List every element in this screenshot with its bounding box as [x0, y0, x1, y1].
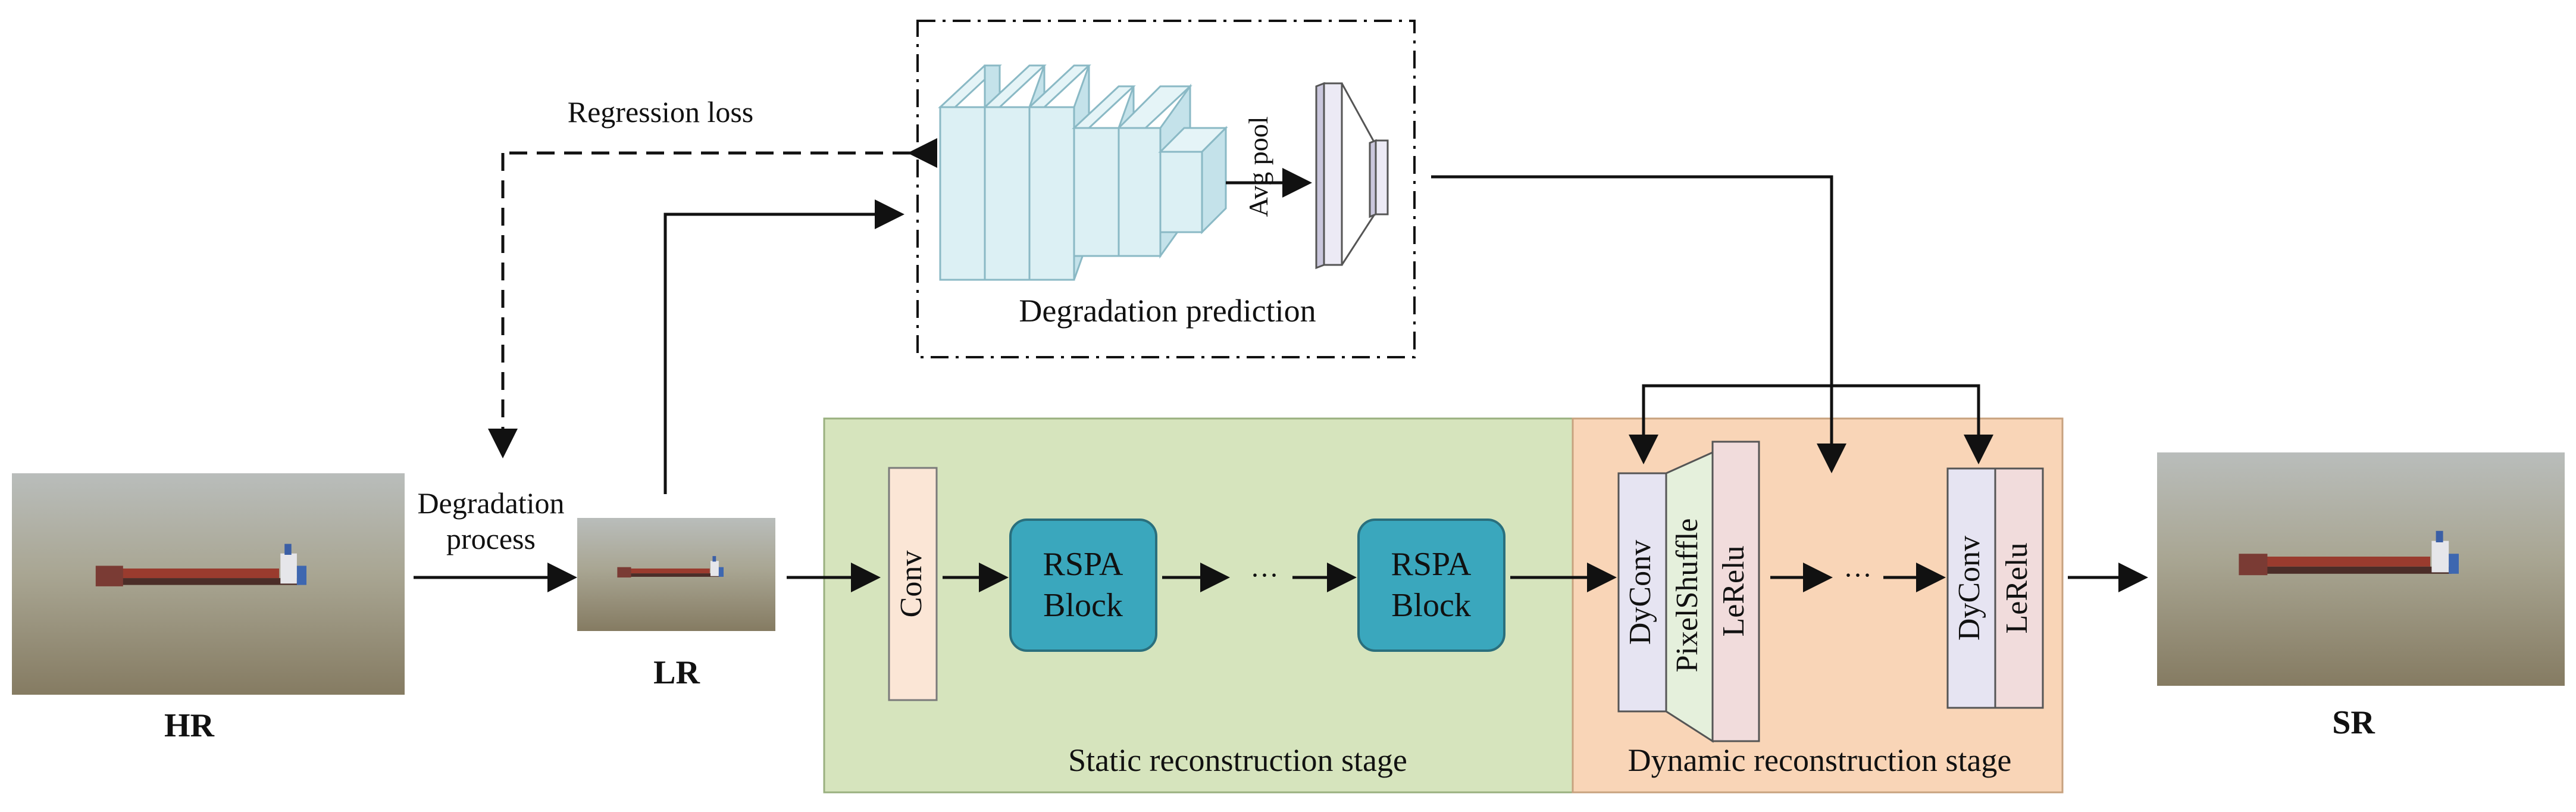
- dyconv-block-1: [1617, 472, 1667, 713]
- rspa-block-2-line2: Block: [1391, 587, 1471, 624]
- feature-vector: [1315, 82, 1389, 270]
- sr-image: [2157, 452, 2565, 686]
- lerelu-block-1: [1711, 441, 1760, 742]
- degradation-process-label-line2: process: [446, 522, 536, 555]
- static-stage-label: Static reconstruction stage: [1068, 742, 1407, 778]
- pixelshuffle-label: PixelShuffle: [1670, 518, 1704, 672]
- conv-block: [888, 467, 938, 701]
- rspa-block-1-line2: Block: [1043, 587, 1123, 624]
- rspa-block-1: RSPA Block: [1009, 519, 1157, 652]
- regression-loss-label: Regression loss: [568, 95, 754, 129]
- dyconv-1-label: DyConv: [1623, 540, 1657, 645]
- lerelu-block-2: [1994, 467, 2044, 709]
- rspa-block-1-line1: RSPA: [1043, 546, 1124, 583]
- sr-label: SR: [2332, 704, 2375, 741]
- degradation-prediction-box: [916, 20, 1416, 358]
- conv-label: Conv: [894, 551, 928, 618]
- dyconv-2-label: DyConv: [1952, 536, 1986, 641]
- hr-image: [12, 473, 405, 695]
- lr-to-predictor-arrow: [663, 199, 904, 494]
- lerelu-1-label: LeRelu: [1717, 545, 1751, 636]
- rspa-block-2-line1: RSPA: [1391, 546, 1472, 583]
- rspa-block-2: RSPA Block: [1357, 519, 1505, 652]
- hr-label: HR: [164, 707, 215, 744]
- static-ellipsis: ···: [1250, 560, 1279, 591]
- feature-cubes: [938, 64, 1228, 281]
- lerelu-2-label: LeRelu: [2000, 542, 2034, 633]
- degradation-process-label-line1: Degradation: [417, 486, 564, 520]
- dynamic-stage-label: Dynamic reconstruction stage: [1628, 742, 2012, 778]
- avg-pool-label: Avg pool: [1243, 116, 1273, 217]
- dyconv-block-2: [1946, 467, 1996, 709]
- lr-image: [577, 518, 775, 631]
- lr-label: LR: [653, 654, 700, 691]
- degradation-prediction-label: Degradation prediction: [1019, 293, 1316, 329]
- dynamic-ellipsis: ···: [1843, 560, 1872, 591]
- dyconv-condition-arrows: [1642, 384, 1993, 464]
- predictor-to-dynamic-arrow: [1431, 175, 1846, 473]
